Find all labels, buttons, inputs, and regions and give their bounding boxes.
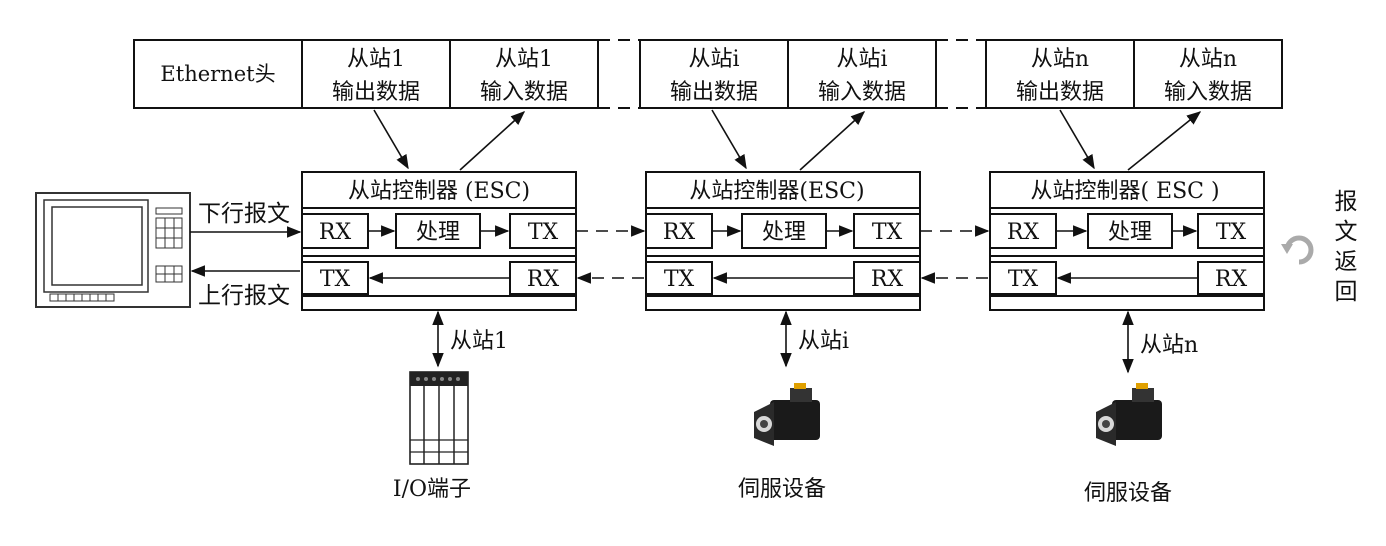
device-label-i: 伺服设备 — [738, 477, 826, 502]
esc-3-process: 处理 — [1108, 220, 1152, 245]
frame-esc-arrows — [373, 109, 1202, 171]
servo-motor-icon — [754, 383, 820, 446]
esc-1-tx-return: TX — [320, 267, 351, 292]
ethernet-frame: Ethernet头 从站1 输出数据 从站1 输入数据 从站i 输出数据 从站i… — [133, 39, 1283, 109]
frame-cell-1-line2: 输出数据 — [332, 80, 420, 105]
frame-header-label: Ethernet头 — [160, 62, 275, 86]
slave-link-label-n: 从站n — [1140, 333, 1198, 358]
esc-1-rx-return: RX — [527, 267, 560, 292]
inter-slave-links — [576, 225, 990, 284]
slave-link-label-i: 从站i — [798, 329, 849, 354]
slave-device-links — [432, 310, 1134, 374]
frame-cell-slave1-out — [301, 39, 451, 109]
frame-cell-6-line2: 输入数据 — [1164, 80, 1252, 105]
esc-2-rx-return: RX — [871, 267, 904, 292]
esc-3-tx-return: TX — [1008, 267, 1039, 292]
device-label-n: 伺服设备 — [1084, 481, 1172, 506]
esc-3-rx: RX — [1007, 220, 1040, 245]
esc-3-title: 从站控制器( ESC ) — [1030, 179, 1219, 204]
esc-3-rx-return: RX — [1215, 267, 1248, 292]
esc-slave-n: 从站控制器( ESC ) RX 处理 TX TX RX — [989, 171, 1265, 311]
esc-2-title: 从站控制器(ESC) — [689, 179, 864, 204]
frame-cell-2-line2: 输入数据 — [480, 80, 568, 105]
slave-link-label-1: 从站1 — [450, 329, 508, 354]
esc-3-tx: TX — [1216, 220, 1247, 245]
return-label-3: 返 — [1335, 249, 1358, 275]
frame-cell-4-line2: 输入数据 — [818, 80, 906, 105]
frame-cell-3-line2: 输出数据 — [670, 80, 758, 105]
esc-1-process: 处理 — [416, 220, 460, 245]
esc-1-title: 从站控制器 (ESC) — [348, 179, 530, 204]
downlink-label: 下行报文 — [198, 201, 290, 227]
esc-2-rx: RX — [663, 220, 696, 245]
frame-cell-slavei-in — [787, 39, 937, 109]
return-label-2: 文 — [1335, 219, 1358, 245]
return-label-1: 报 — [1335, 189, 1358, 215]
frame-cell-4-line1: 从站i — [836, 47, 887, 72]
frame-cell-5-line2: 输出数据 — [1016, 80, 1104, 105]
esc-1-rx: RX — [319, 220, 352, 245]
device-label-1: I/O端子 — [393, 477, 471, 502]
esc-2-tx: TX — [872, 220, 903, 245]
master-controller — [35, 192, 191, 308]
io-terminal-icon — [409, 371, 469, 465]
esc-2-process: 处理 — [762, 220, 806, 245]
esc-slave-1: 从站控制器 (ESC) RX 处理 TX TX RX — [301, 171, 577, 311]
esc-2-tx-return: TX — [664, 267, 695, 292]
uplink-label: 上行报文 — [198, 283, 290, 309]
frame-cell-5-line1: 从站n — [1031, 47, 1089, 72]
return-label-4: 回 — [1335, 279, 1358, 305]
frame-cell-slaven-in — [1133, 39, 1283, 109]
frame-cell-3-line1: 从站i — [688, 47, 739, 72]
esc-1-tx: TX — [528, 220, 559, 245]
frame-cell-slaven-out — [985, 39, 1135, 109]
frame-header-cell — [133, 39, 303, 109]
frame-cell-6-line1: 从站n — [1179, 47, 1237, 72]
frame-cell-1-line1: 从站1 — [347, 47, 405, 72]
frame-cell-slavei-out — [639, 39, 789, 109]
return-icon — [1281, 235, 1314, 265]
esc-slave-i: 从站控制器(ESC) RX 处理 TX TX RX — [645, 171, 921, 311]
frame-cell-slave1-in — [449, 39, 599, 109]
servo-motor-icon — [1096, 383, 1162, 446]
frame-cell-2-line1: 从站1 — [495, 47, 553, 72]
